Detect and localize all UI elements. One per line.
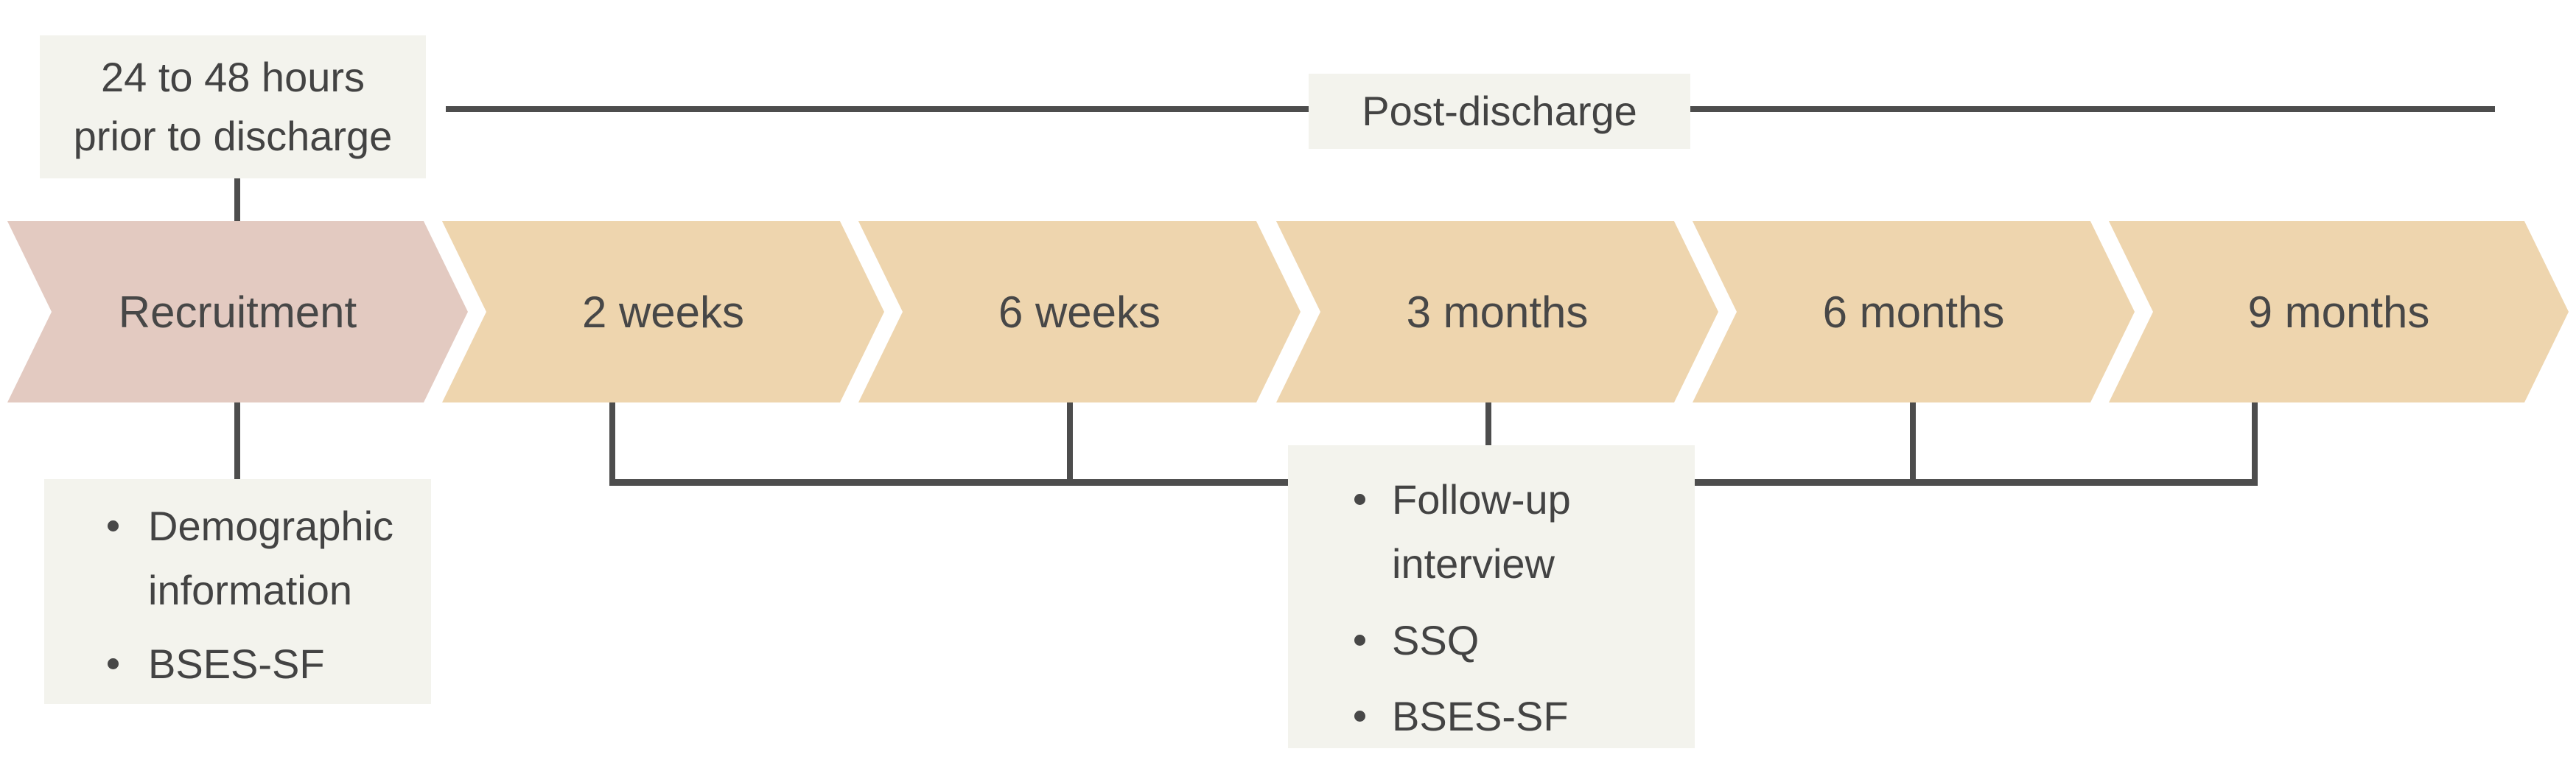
stage-label-recruitment: Recruitment	[118, 287, 357, 337]
stage-chevron-3-months: 3 months	[1276, 221, 1718, 402]
stage-chevron-recruitment: Recruitment	[7, 221, 468, 402]
connector-6-months	[1910, 402, 1916, 485]
stage-label-6-months: 6 months	[1822, 287, 2005, 337]
stage-label-3-months: 3 months	[1406, 287, 1589, 337]
recruitment-measure-1: Demographic information	[148, 503, 394, 614]
connector-3-months-notes	[1485, 402, 1491, 445]
post-discharge-label: Post-discharge	[1362, 88, 1637, 135]
connector-6-weeks	[1067, 402, 1073, 485]
followup-measures-box: Follow-up interview SSQ BSES-SF	[1288, 445, 1695, 748]
followup-measure-1: Follow-up interview	[1392, 476, 1571, 588]
list-item: Demographic information	[44, 494, 422, 623]
list-item: BSES-SF	[44, 632, 422, 696]
connector-9-months	[2252, 402, 2258, 485]
bullet-icon	[108, 520, 119, 531]
bullet-icon	[1354, 634, 1365, 646]
list-item: SSQ	[1288, 608, 1686, 672]
connector-prebox-recruitment	[234, 178, 240, 221]
stage-chevron-9-months: 9 months	[2109, 221, 2569, 402]
bullet-icon	[1354, 494, 1365, 505]
bullet-icon	[1354, 711, 1365, 722]
stage-chevron-6-weeks: 6 weeks	[858, 221, 1301, 402]
pre-discharge-line1: 24 to 48 hours	[100, 54, 365, 101]
followup-measure-2: SSQ	[1392, 616, 1480, 663]
stage-label-6-weeks: 6 weeks	[998, 287, 1161, 337]
recruitment-measures-box: Demographic information BSES-SF	[44, 479, 431, 704]
stage-chevron-6-months: 6 months	[1693, 221, 2135, 402]
stage-chevron-2-weeks: 2 weeks	[442, 221, 884, 402]
list-item: Follow-up interview	[1288, 467, 1686, 596]
pre-discharge-label-box: 24 to 48 hours prior to discharge	[40, 35, 426, 178]
pre-discharge-line2: prior to discharge	[73, 113, 393, 159]
bullet-icon	[108, 658, 119, 669]
recruitment-measure-2: BSES-SF	[148, 640, 325, 687]
stage-label-9-months: 9 months	[2247, 287, 2430, 337]
connector-2-weeks	[609, 402, 615, 485]
post-discharge-label-box: Post-discharge	[1309, 74, 1690, 149]
followup-measure-3: BSES-SF	[1392, 693, 1569, 740]
list-item: BSES-SF	[1288, 684, 1686, 748]
connector-recruitment-notes	[234, 402, 240, 479]
stage-label-2-weeks: 2 weeks	[581, 287, 745, 337]
